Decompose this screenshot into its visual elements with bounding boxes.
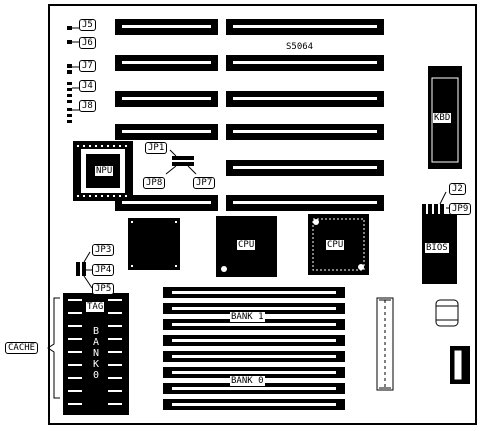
label-cpu-right: CPU bbox=[326, 240, 345, 250]
battery bbox=[435, 299, 459, 327]
jumpers-jp3-jp5 bbox=[76, 262, 86, 276]
jumper-headers-left bbox=[67, 26, 72, 123]
label-jp4: JP4 bbox=[92, 264, 115, 276]
label-kbd: KBD bbox=[433, 113, 452, 123]
label-j5: J5 bbox=[79, 19, 96, 31]
cache-bracket bbox=[47, 297, 60, 399]
label-cache: CACHE bbox=[5, 342, 39, 354]
label-cpu-left: CPU bbox=[237, 240, 256, 250]
power-connector bbox=[450, 346, 470, 384]
chipset-left bbox=[128, 218, 180, 270]
label-jp8: JP8 bbox=[143, 177, 166, 189]
label-bank-1: BANK 1 bbox=[230, 312, 265, 322]
label-j7: J7 bbox=[79, 60, 96, 72]
label-bank-0: BANK 0 bbox=[230, 376, 265, 386]
label-jp3: JP3 bbox=[92, 244, 115, 256]
label-jp7: JP7 bbox=[193, 177, 216, 189]
label-jp9: JP9 bbox=[449, 203, 472, 215]
jumper-block-jp1 bbox=[172, 156, 194, 166]
cache-chip-array bbox=[63, 293, 129, 415]
label-bios: BIOS bbox=[425, 243, 449, 253]
label-jp1: JP1 bbox=[145, 142, 168, 154]
label-bank-vertical: BANK0 bbox=[92, 326, 100, 381]
label-j4: J4 bbox=[79, 80, 96, 92]
label-j6: J6 bbox=[79, 37, 96, 49]
chip-code-label: S5064 bbox=[286, 42, 314, 52]
vertical-connector bbox=[376, 297, 394, 391]
label-j8: J8 bbox=[79, 100, 96, 112]
label-jp5: JP5 bbox=[92, 283, 115, 295]
npu-socket bbox=[73, 141, 133, 201]
jumpers-j2-jp9 bbox=[422, 204, 444, 214]
label-npu: NPU bbox=[95, 166, 114, 176]
label-tag: TAG bbox=[86, 302, 105, 312]
label-j2: J2 bbox=[449, 183, 466, 195]
